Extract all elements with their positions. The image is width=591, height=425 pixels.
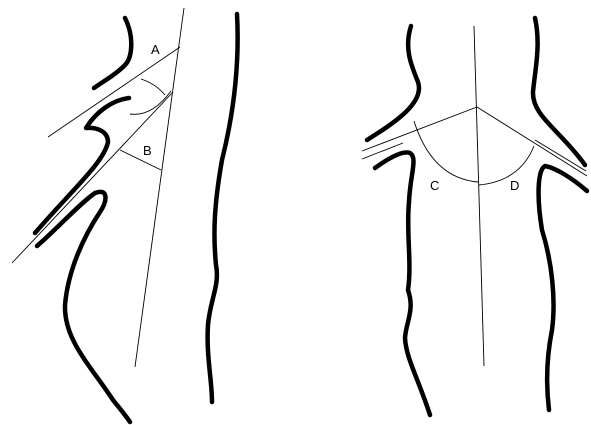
right-right-branch-axis-line <box>477 107 587 176</box>
angle-label-c: C <box>430 178 439 193</box>
right-right-upper-wall <box>533 18 585 165</box>
left-trunk-axis-line <box>135 8 184 367</box>
angle-label-b: B <box>143 143 152 158</box>
right-left-branch-axis-line <box>362 107 477 151</box>
left-b-construction-line <box>120 150 161 170</box>
left-main-trunk-wall <box>208 14 238 402</box>
angle-label-a: A <box>151 42 160 57</box>
right-left-upper-wall <box>367 26 419 140</box>
left-figure: A B <box>12 8 238 422</box>
left-upper-branch-axis-line <box>48 47 180 137</box>
left-upper-branch-wall <box>94 18 131 88</box>
angle-arc-d <box>479 146 534 185</box>
right-trunk-axis-line <box>474 26 484 366</box>
right-right-lower-wall <box>539 166 587 410</box>
left-lower-vessel-wall <box>37 192 130 422</box>
angle-label-d: D <box>510 178 519 193</box>
angle-arc-a <box>141 79 165 95</box>
angle-arc-c <box>414 121 478 182</box>
right-left-lower-wall <box>375 152 430 415</box>
right-figure: C D <box>362 18 587 415</box>
left-middle-branch-wall <box>35 98 129 233</box>
